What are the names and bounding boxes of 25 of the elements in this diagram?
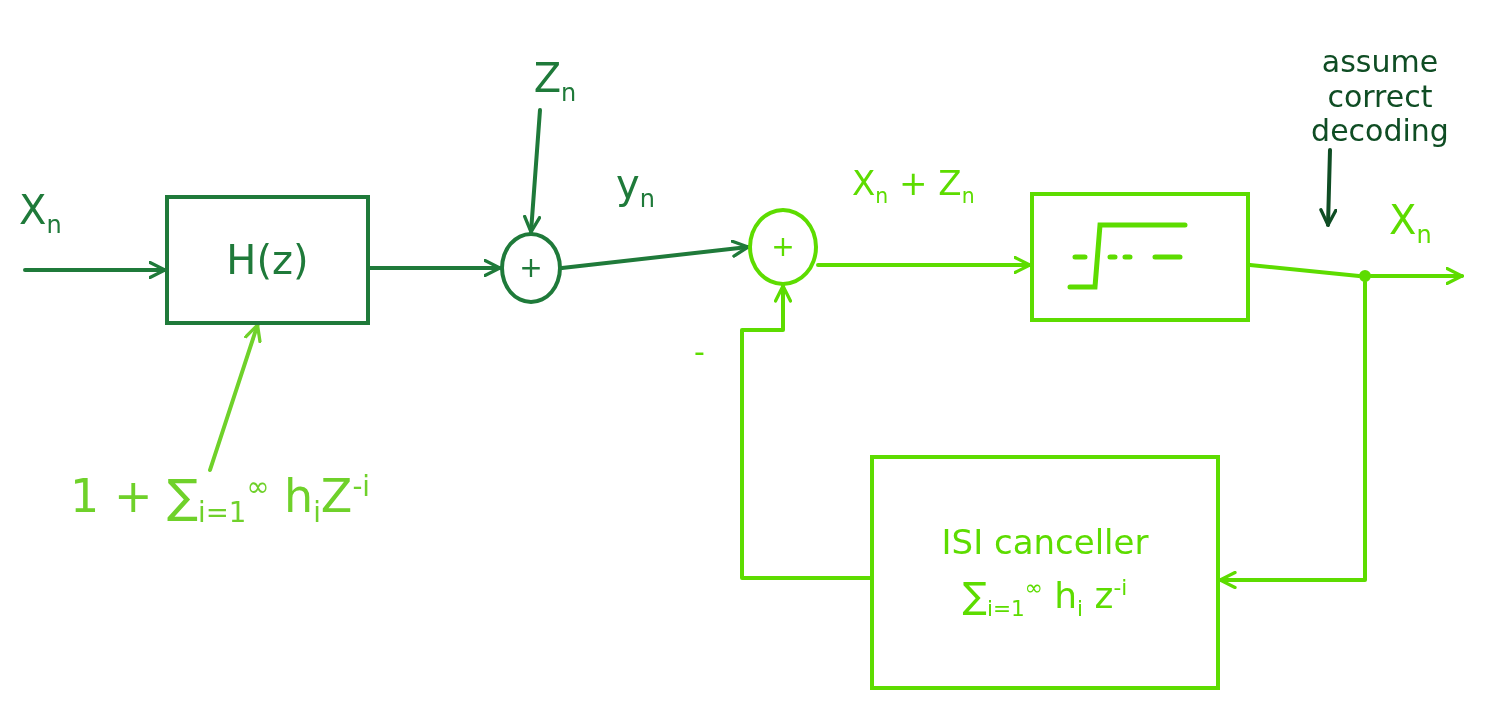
plus-sign: + <box>519 251 543 285</box>
plus-sign: + <box>771 230 795 264</box>
junction-dot <box>1359 270 1371 282</box>
formula-text: 1 + ∑$_{i=1}$$^{∞}$ h$_{i}$Z$^{-i}$ <box>50 470 390 550</box>
arrow <box>208 323 262 472</box>
arrow <box>816 255 1032 275</box>
block-label: H(z) <box>226 237 309 283</box>
note-text: assume correct decoding <box>1275 45 1485 150</box>
arrow <box>1218 280 1367 590</box>
summing-junction <box>748 208 818 286</box>
arrow <box>368 258 502 278</box>
arrow <box>560 239 750 270</box>
arrow <box>1319 148 1338 227</box>
formula-text: ∑$_{i=1}$$^{∞}$ h$_{i}$ z$^{-i}$ <box>962 574 1128 622</box>
connector-line <box>1248 263 1361 278</box>
arrow <box>1369 266 1464 286</box>
block-title: ISI canceller <box>941 523 1149 563</box>
arrow <box>522 108 542 234</box>
isi-canceller-box <box>870 455 1220 690</box>
signal-label: Z$_{n}$ <box>505 55 605 110</box>
transfer-function-box <box>165 195 370 325</box>
arrow <box>23 260 167 280</box>
arrow <box>740 284 872 580</box>
slicer-box <box>1030 192 1250 322</box>
summing-junction <box>500 232 562 304</box>
